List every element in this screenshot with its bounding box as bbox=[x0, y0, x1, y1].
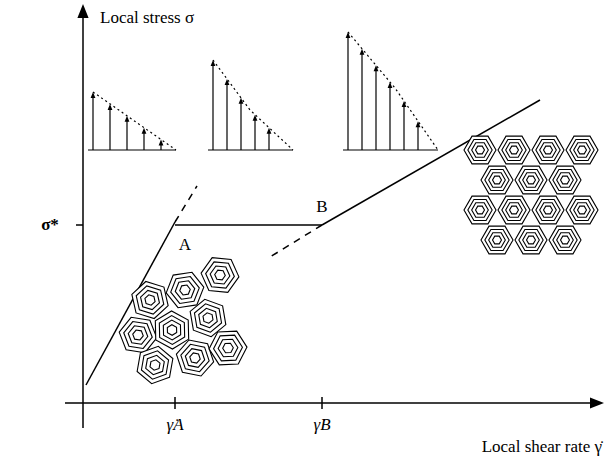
profile-baseline bbox=[88, 149, 176, 150]
axis-title: Local stress σ bbox=[100, 9, 194, 28]
disordered-micelle bbox=[119, 317, 157, 352]
stress-arrow bbox=[109, 109, 110, 150]
ordered-micelle bbox=[515, 226, 547, 254]
ordered-micelle bbox=[464, 136, 496, 164]
stress-arrowhead bbox=[416, 121, 421, 127]
flow-curve-branch bbox=[86, 222, 175, 385]
axis-title: Local shear rate γ̇ bbox=[482, 438, 602, 457]
axis-arrowhead bbox=[590, 397, 604, 408]
tick-label: γ̇B bbox=[313, 416, 330, 435]
axis-tick bbox=[76, 224, 83, 226]
disordered-micelle bbox=[166, 272, 204, 307]
stress-arrow bbox=[417, 126, 418, 150]
ordered-micelle bbox=[532, 136, 564, 164]
stress-plateau bbox=[175, 224, 322, 226]
metastable-branch bbox=[175, 186, 197, 222]
x-axis bbox=[65, 402, 590, 404]
ordered-micelle bbox=[549, 166, 581, 194]
stress-arrow bbox=[347, 37, 348, 150]
ordered-micelle bbox=[498, 196, 530, 224]
stress-arrowhead bbox=[402, 101, 407, 107]
stress-arrow bbox=[375, 70, 376, 150]
stress-arrow bbox=[212, 65, 213, 150]
stress-arrowhead bbox=[225, 79, 230, 85]
stress-arrow bbox=[361, 54, 362, 150]
point-label: B bbox=[316, 198, 327, 217]
disordered-micelle bbox=[155, 311, 188, 349]
ordered-micelle bbox=[498, 136, 530, 164]
ordered-micelle bbox=[515, 166, 547, 194]
stress-profile bbox=[348, 32, 438, 150]
flow-curve-branch bbox=[322, 100, 540, 225]
metastable-branch bbox=[270, 225, 322, 257]
axis-tick bbox=[321, 397, 323, 409]
axis-tick bbox=[174, 397, 176, 409]
ordered-micelle bbox=[481, 166, 513, 194]
stress-arrowhead bbox=[346, 32, 351, 38]
stress-arrow bbox=[389, 87, 390, 150]
disordered-micelle bbox=[201, 258, 239, 293]
stress-arrowhead bbox=[374, 65, 379, 71]
stress-arrow bbox=[240, 103, 241, 150]
stress-arrowhead bbox=[125, 116, 130, 122]
ordered-micelle bbox=[481, 226, 513, 254]
point-label: A bbox=[179, 236, 191, 255]
stress-arrowhead bbox=[388, 82, 393, 88]
y-axis bbox=[82, 16, 84, 428]
stress-arrowhead bbox=[159, 140, 164, 146]
stress-arrow bbox=[126, 121, 127, 150]
ordered-micelle bbox=[566, 136, 598, 164]
stress-arrowhead bbox=[142, 128, 147, 134]
stress-arrow bbox=[254, 120, 255, 150]
disordered-micelle bbox=[132, 281, 168, 318]
axis-arrowhead bbox=[77, 4, 88, 18]
stress-arrowhead bbox=[267, 128, 272, 134]
stress-arrowhead bbox=[239, 98, 244, 104]
disordered-micelle bbox=[176, 340, 213, 376]
plateau-stress-label: σ* bbox=[41, 216, 59, 235]
profile-baseline bbox=[208, 149, 293, 150]
disordered-micelle bbox=[190, 299, 226, 336]
stress-arrow bbox=[403, 106, 404, 150]
stress-arrowhead bbox=[91, 92, 96, 98]
stress-arrowhead bbox=[211, 60, 216, 66]
stress-arrowhead bbox=[360, 49, 365, 55]
stress-arrowhead bbox=[253, 115, 258, 121]
ordered-micelle bbox=[566, 196, 598, 224]
disordered-micelle bbox=[137, 346, 173, 383]
stress-arrow bbox=[143, 133, 144, 150]
stress-arrow bbox=[226, 84, 227, 150]
stress-arrow bbox=[268, 133, 269, 150]
stress-arrowhead bbox=[108, 104, 113, 110]
ordered-micelle bbox=[549, 226, 581, 254]
disordered-micelle bbox=[209, 331, 247, 365]
stress-profile bbox=[213, 60, 293, 150]
ordered-micelle bbox=[464, 196, 496, 224]
ordered-micelle bbox=[532, 196, 564, 224]
stress-profile bbox=[93, 92, 176, 150]
stress-arrow bbox=[92, 97, 93, 150]
tick-label: γ̇A bbox=[166, 416, 183, 435]
